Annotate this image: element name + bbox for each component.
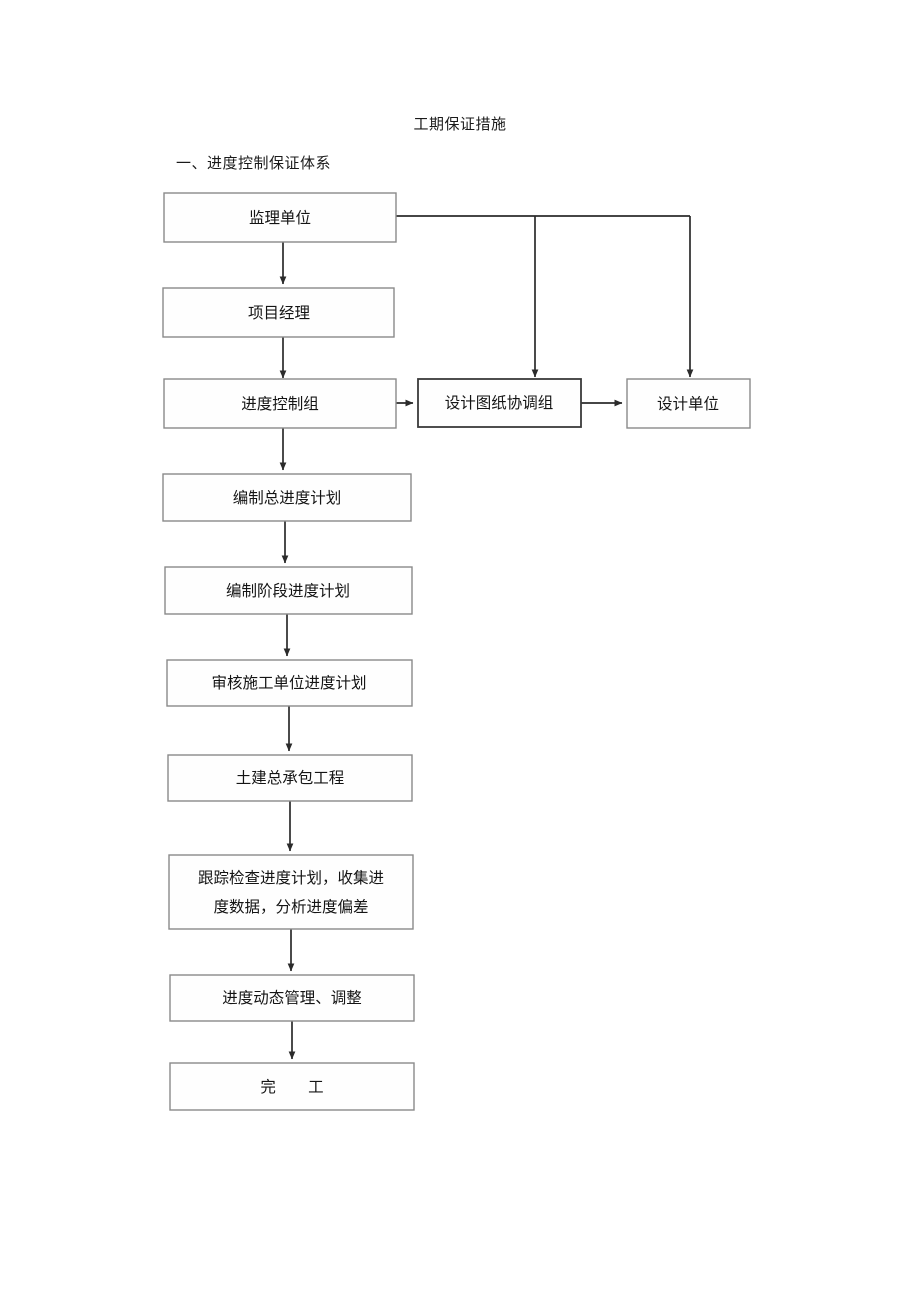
node-stage-schedule-plan-box bbox=[164, 566, 413, 615]
node-civil-general-contract-works-label: 土建总承包工程 bbox=[236, 769, 345, 787]
section-heading: 一、进度控制保证体系 bbox=[176, 155, 332, 172]
node-design-unit-box bbox=[626, 378, 751, 429]
node-dynamic-schedule-management-box bbox=[169, 974, 415, 1022]
node-review-contractor-schedule-box bbox=[166, 659, 413, 707]
node-review-contractor-schedule-label: 审核施工单位进度计划 bbox=[211, 674, 366, 692]
node-design-unit[interactable]: 设计单位 bbox=[626, 378, 751, 429]
node-supervisor-unit-label: 监理单位 bbox=[249, 209, 311, 227]
node-design-drawing-coordination-group-box bbox=[417, 378, 582, 428]
node-design-drawing-coordination-group-label: 设计图纸协调组 bbox=[445, 394, 554, 412]
node-tracking-and-deviation-analysis[interactable]: 跟踪检查进度计划，收集进 度数据，分析进度偏差 bbox=[168, 854, 414, 930]
node-project-manager[interactable]: 项目经理 bbox=[162, 287, 395, 338]
node-project-manager-box bbox=[162, 287, 395, 338]
node-design-unit-label: 设计单位 bbox=[657, 395, 719, 413]
node-stage-schedule-plan[interactable]: 编制阶段进度计划 bbox=[164, 566, 413, 615]
node-supervisor-unit-box bbox=[163, 192, 397, 243]
node-progress-control-group-box bbox=[163, 378, 397, 429]
node-progress-control-group[interactable]: 进度控制组 bbox=[163, 378, 397, 429]
node-tracking-and-deviation-analysis-label-line1: 跟踪检查进度计划，收集进 bbox=[198, 869, 384, 887]
node-tracking-and-deviation-analysis-box bbox=[168, 854, 414, 930]
node-completion-label: 完 工 bbox=[260, 1078, 337, 1096]
node-tracking-and-deviation-analysis-label-line2: 度数据，分析进度偏差 bbox=[213, 898, 368, 916]
node-completion-box bbox=[169, 1062, 415, 1111]
node-civil-general-contract-works[interactable]: 土建总承包工程 bbox=[167, 754, 413, 802]
page-title: 工期保证措施 bbox=[413, 116, 507, 133]
node-stage-schedule-plan-label: 编制阶段进度计划 bbox=[226, 582, 350, 600]
node-civil-general-contract-works-box bbox=[167, 754, 413, 802]
node-review-contractor-schedule[interactable]: 审核施工单位进度计划 bbox=[166, 659, 413, 707]
node-progress-control-group-label: 进度控制组 bbox=[241, 395, 319, 413]
node-master-schedule-plan[interactable]: 编制总进度计划 bbox=[162, 473, 412, 522]
node-master-schedule-plan-box bbox=[162, 473, 412, 522]
node-design-drawing-coordination-group[interactable]: 设计图纸协调组 bbox=[417, 378, 582, 428]
node-dynamic-schedule-management[interactable]: 进度动态管理、调整 bbox=[169, 974, 415, 1022]
node-master-schedule-plan-label: 编制总进度计划 bbox=[233, 489, 342, 507]
node-supervisor-unit[interactable]: 监理单位 bbox=[163, 192, 397, 243]
node-completion[interactable]: 完 工 bbox=[169, 1062, 415, 1111]
node-project-manager-label: 项目经理 bbox=[248, 304, 310, 322]
node-dynamic-schedule-management-label: 进度动态管理、调整 bbox=[222, 989, 362, 1007]
